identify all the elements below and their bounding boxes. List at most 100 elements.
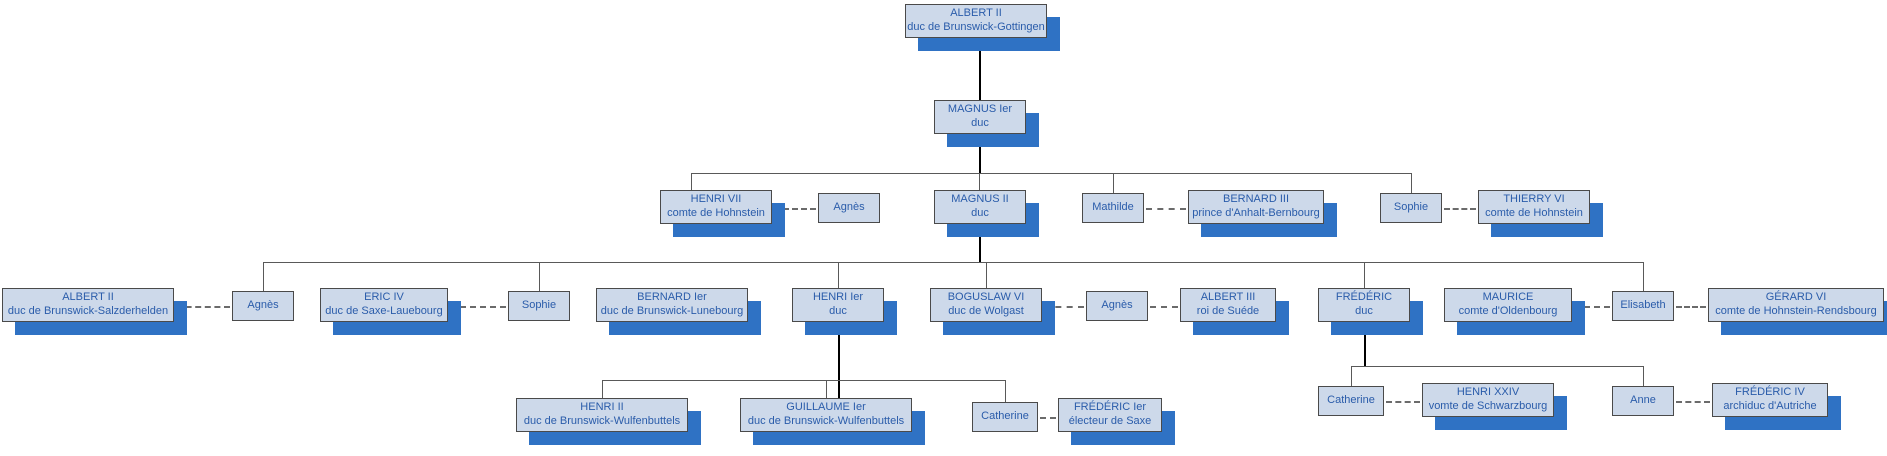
node-name: FRÉDÉRIC Ier bbox=[1073, 401, 1147, 414]
node-title: duc bbox=[1355, 305, 1373, 317]
marriage-link-catherine_b-henri24 bbox=[1386, 401, 1420, 403]
node-elisabeth[interactable]: Elisabeth bbox=[1612, 291, 1674, 321]
node-title: duc de Brunswick-Wulfenbuttels bbox=[747, 415, 905, 427]
connector-bus-drop-mathilde bbox=[1113, 173, 1114, 193]
marriage-link-catherine_a-frederic1_saxe bbox=[1040, 417, 1056, 419]
node-name: ALBERT II bbox=[950, 7, 1002, 20]
node-name: Sophie bbox=[1393, 201, 1429, 214]
node-title: prince d'Anhalt-Bernbourg bbox=[1192, 207, 1320, 219]
node-name: Agnès bbox=[833, 201, 865, 214]
marriage-link-anne-frederic4 bbox=[1676, 401, 1710, 403]
connector-bus-drop-catherine-a bbox=[1005, 380, 1006, 402]
node-catherine_a[interactable]: Catherine bbox=[972, 402, 1038, 432]
connector-bus-drop-henri7 bbox=[691, 173, 692, 190]
node-title: duc de Brunswick-Wulfenbuttels bbox=[523, 415, 681, 427]
connector-frederic-duc-stem bbox=[1364, 322, 1366, 366]
node-title: roi de Suéde bbox=[1196, 305, 1260, 317]
node-name: FRÉDÉRIC bbox=[1335, 291, 1393, 304]
node-title: duc bbox=[971, 207, 989, 219]
connector-magnus2-bus bbox=[263, 262, 1643, 263]
node-sophie_g2[interactable]: Sophie bbox=[1380, 193, 1442, 223]
connector-frederic-duc-bus bbox=[1351, 366, 1643, 367]
node-name: MAURICE bbox=[1482, 291, 1534, 304]
connector-henri1-bus bbox=[602, 380, 1005, 381]
node-name: GUILLAUME Ier bbox=[786, 401, 866, 414]
connector-bus-drop-catherine-b bbox=[1351, 366, 1352, 386]
node-agnes_g3a[interactable]: Agnès bbox=[232, 291, 294, 321]
connector-bus-drop-henri1 bbox=[838, 262, 839, 288]
connector-bus-drop-agnes-g3a bbox=[263, 262, 264, 291]
marriage-link-mathilde-bernard3 bbox=[1146, 208, 1186, 210]
marriage-link-elisabeth-gerard6 bbox=[1676, 306, 1706, 308]
node-title: vomte de Schwarzbourg bbox=[1428, 400, 1548, 412]
node-name: MAGNUS II bbox=[951, 193, 1009, 206]
node-name: BOGUSLAW VI bbox=[947, 291, 1025, 304]
connector-bus-drop-henri2 bbox=[602, 380, 603, 398]
marriage-link-maurice-elisabeth bbox=[1574, 306, 1610, 308]
node-name: Mathilde bbox=[1092, 201, 1134, 214]
node-name: Agnès bbox=[1101, 299, 1133, 312]
node-name: Catherine bbox=[981, 410, 1029, 423]
node-name: GÉRARD VI bbox=[1765, 291, 1827, 304]
node-name: FRÉDÉRIC IV bbox=[1735, 386, 1805, 399]
node-name: Catherine bbox=[1327, 394, 1375, 407]
connector-bus-drop-boguslaw6 bbox=[986, 262, 987, 288]
node-mathilde[interactable]: Mathilde bbox=[1082, 193, 1144, 223]
node-title: duc de Wolgast bbox=[948, 305, 1024, 317]
connector-bus-drop-magnus2 bbox=[979, 173, 980, 190]
node-name: Anne bbox=[1630, 394, 1656, 407]
node-name: HENRI Ier bbox=[812, 291, 864, 304]
node-name: MAGNUS Ier bbox=[947, 103, 1013, 116]
node-title: duc de Saxe-Lauebourg bbox=[325, 305, 443, 317]
node-name: Sophie bbox=[521, 299, 557, 312]
node-title: duc bbox=[829, 305, 847, 317]
connector-bus-drop-sophie-g3 bbox=[539, 262, 540, 291]
node-title: comte de Hohnstein bbox=[667, 207, 765, 219]
node-title: comte de Hohnstein-Rendsbourg bbox=[1715, 305, 1877, 317]
marriage-link-henri7-agnes_g2 bbox=[774, 208, 816, 210]
connector-bus-drop-elisabeth bbox=[1643, 262, 1644, 291]
node-agnes_g2[interactable]: Agnès bbox=[818, 193, 880, 223]
node-title: duc de Brunswick-Gottingen bbox=[907, 21, 1045, 33]
node-title: duc de Brunswick-Lunebourg bbox=[600, 305, 744, 317]
marriage-link-agnes_g3b-albert3 bbox=[1150, 306, 1178, 308]
connector-bus-drop-guillaume1 bbox=[826, 380, 827, 398]
connector-magnus1-bus bbox=[691, 173, 1411, 174]
node-catherine_b[interactable]: Catherine bbox=[1318, 386, 1384, 416]
node-name: BERNARD III bbox=[1222, 193, 1289, 206]
node-name: ALBERT II bbox=[62, 291, 114, 304]
node-agnes_g3b[interactable]: Agnès bbox=[1086, 291, 1148, 321]
node-title: comte d'Oldenbourg bbox=[1458, 305, 1558, 317]
connector-bus-drop-frederic-duc bbox=[1364, 262, 1365, 288]
connector-magnus1-stem bbox=[979, 134, 981, 173]
node-sophie_g3[interactable]: Sophie bbox=[508, 291, 570, 321]
connector-bus-drop-sophie-g2 bbox=[1411, 173, 1412, 193]
marriage-link-eric4-sophie_g3 bbox=[450, 306, 506, 308]
node-anne[interactable]: Anne bbox=[1612, 386, 1674, 416]
connector-bus-drop-anne bbox=[1643, 366, 1644, 386]
node-title: duc de Brunswick-Salzderhelden bbox=[7, 305, 169, 317]
node-name: HENRI II bbox=[580, 401, 624, 414]
connector-magnus2-stem bbox=[979, 224, 981, 262]
